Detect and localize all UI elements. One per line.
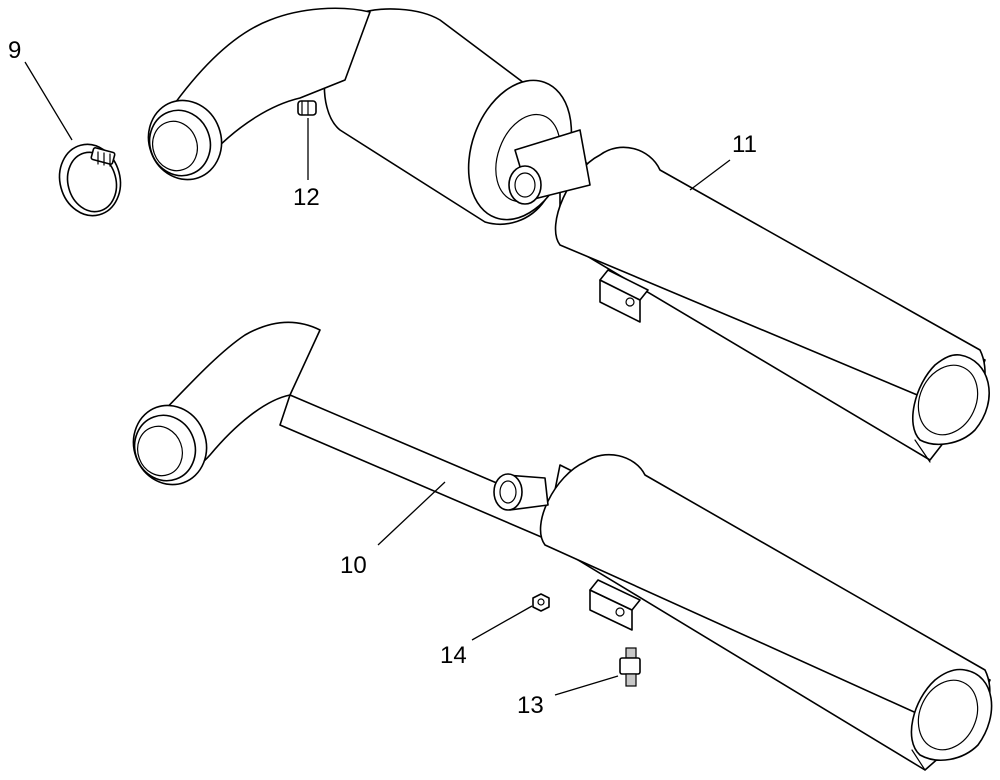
callout-12: 12 [293,184,320,211]
callout-11: 11 [732,131,757,158]
callout-9: 9 [8,37,21,64]
callout-13: 13 [517,692,544,719]
callout-14: 14 [440,642,467,669]
exhaust-pipe-assembly-upper [147,7,990,463]
callout-10: 10 [340,552,367,579]
leader-lines [24,61,731,696]
hose-clamp-9 [58,143,122,217]
fitting-12 [297,100,317,116]
isolator-13 [619,647,641,687]
nut-14 [532,593,550,612]
exhaust-pipe-assembly-lower [132,321,993,771]
